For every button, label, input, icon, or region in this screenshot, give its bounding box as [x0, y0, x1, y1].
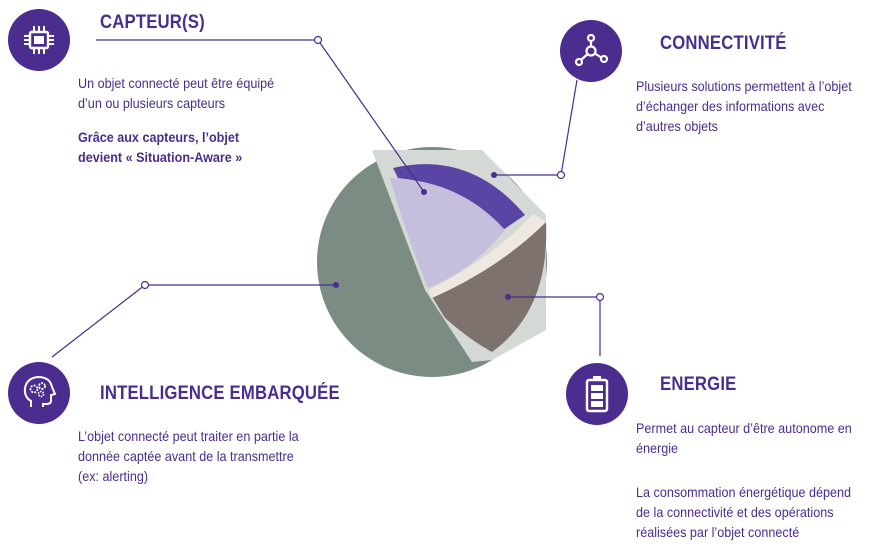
connector-nodes	[140, 35, 605, 302]
capteurs-highlight: Grâce aux capteurs, l’objet devient « Si…	[78, 129, 243, 165]
capteurs-title: CAPTEUR(S)	[100, 12, 205, 33]
anchor-dot	[421, 189, 427, 195]
connector-node	[595, 292, 605, 302]
connector-node	[556, 170, 566, 180]
connectivite-title: CONNECTIVITÉ	[660, 33, 787, 54]
battery-icon	[566, 363, 628, 425]
anchor-dot	[333, 282, 339, 288]
intelligence-title: INTELLIGENCE EMBARQUÉE	[100, 383, 340, 404]
connector-node	[140, 280, 150, 290]
brain-gears-icon	[8, 362, 70, 424]
network-nodes-icon	[560, 20, 622, 82]
sphere-violet-core	[390, 178, 505, 288]
anchor-dot	[491, 172, 497, 178]
intelligence-description: L’objet connecté peut traiter en partie …	[78, 428, 299, 484]
capteurs-description: Un objet connecté peut être équipé d’un …	[78, 75, 275, 111]
energie-consumption-note: La consommation énergétique dépend de la…	[636, 484, 852, 540]
energie-description: Permet au capteur d’être autonome en éne…	[636, 420, 852, 456]
sphere-brown-quarter	[428, 222, 547, 352]
connector-connectivite	[494, 79, 578, 176]
sphere-cream-band	[428, 214, 546, 298]
sphere	[317, 147, 547, 377]
energie-title: ENERGIE	[660, 374, 737, 395]
sphere-violet-band	[393, 164, 525, 232]
sphere-anchor-dots	[333, 172, 511, 300]
connectivite-description: Plusieurs solutions permettent à l’objet…	[636, 78, 852, 134]
connector-intelligence	[51, 284, 336, 358]
anchor-dot	[505, 294, 511, 300]
chip-icon	[8, 9, 70, 71]
connector-node	[313, 35, 323, 45]
